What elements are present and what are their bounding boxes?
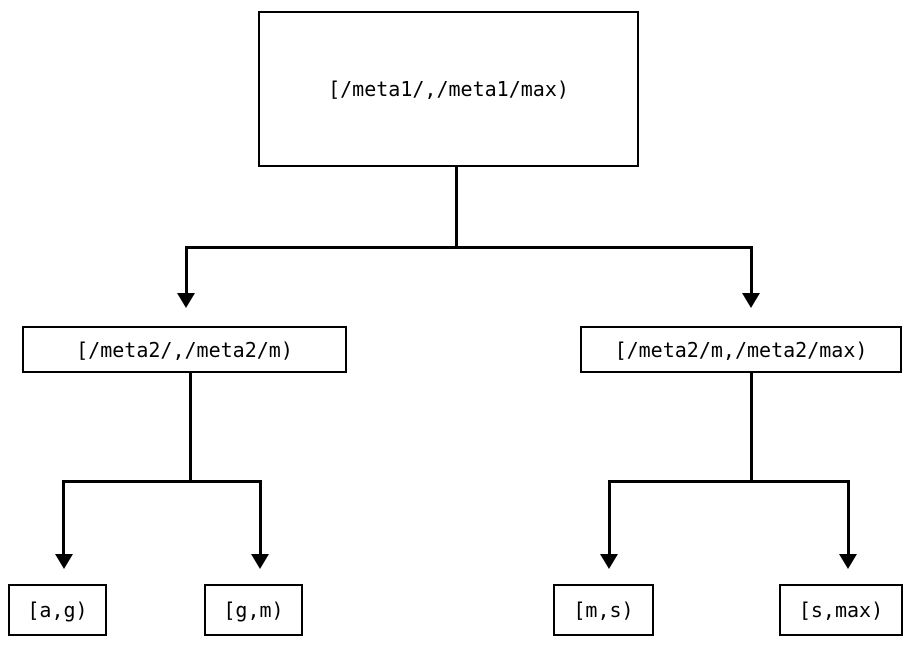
node-leaf-3: [m,s) bbox=[553, 584, 654, 636]
edge-mid-left-to-leaf-1 bbox=[62, 480, 65, 555]
node-root-label: [/meta1/,/meta1/max) bbox=[328, 77, 569, 101]
edge-bus-level-1 bbox=[185, 246, 753, 249]
node-leaf-1: [a,g) bbox=[8, 584, 107, 636]
edge-root-to-mid-right bbox=[750, 246, 753, 294]
edge-bus-left-subtree bbox=[62, 480, 262, 483]
node-mid-right: [/meta2/m,/meta2/max) bbox=[580, 326, 902, 373]
edge-root-stem bbox=[455, 167, 458, 248]
node-mid-left-label: [/meta2/,/meta2/m) bbox=[76, 337, 293, 362]
arrowhead-down-icon-mid-left bbox=[177, 293, 195, 308]
edge-mid-right-stem bbox=[750, 373, 753, 483]
edge-bus-right-subtree bbox=[608, 480, 850, 483]
arrowhead-down-icon-leaf-3 bbox=[600, 554, 618, 569]
arrowhead-down-icon-mid-right bbox=[742, 293, 760, 308]
edge-mid-left-stem bbox=[189, 373, 192, 483]
node-leaf-2-label: [g,m) bbox=[223, 598, 284, 622]
edge-mid-left-to-leaf-2 bbox=[259, 480, 262, 555]
node-mid-right-label: [/meta2/m,/meta2/max) bbox=[614, 337, 868, 362]
node-leaf-4-label: [s,max) bbox=[798, 598, 884, 622]
node-leaf-1-label: [a,g) bbox=[27, 598, 88, 622]
node-root: [/meta1/,/meta1/max) bbox=[258, 11, 639, 167]
arrowhead-down-icon-leaf-4 bbox=[839, 554, 857, 569]
edge-mid-right-to-leaf-4 bbox=[847, 480, 850, 555]
node-leaf-2: [g,m) bbox=[204, 584, 303, 636]
edge-root-to-mid-left bbox=[185, 246, 188, 294]
node-leaf-4: [s,max) bbox=[779, 584, 903, 636]
edge-mid-right-to-leaf-3 bbox=[608, 480, 611, 555]
node-leaf-3-label: [m,s) bbox=[573, 598, 634, 622]
arrowhead-down-icon-leaf-2 bbox=[251, 554, 269, 569]
node-mid-left: [/meta2/,/meta2/m) bbox=[22, 326, 347, 373]
arrowhead-down-icon-leaf-1 bbox=[55, 554, 73, 569]
